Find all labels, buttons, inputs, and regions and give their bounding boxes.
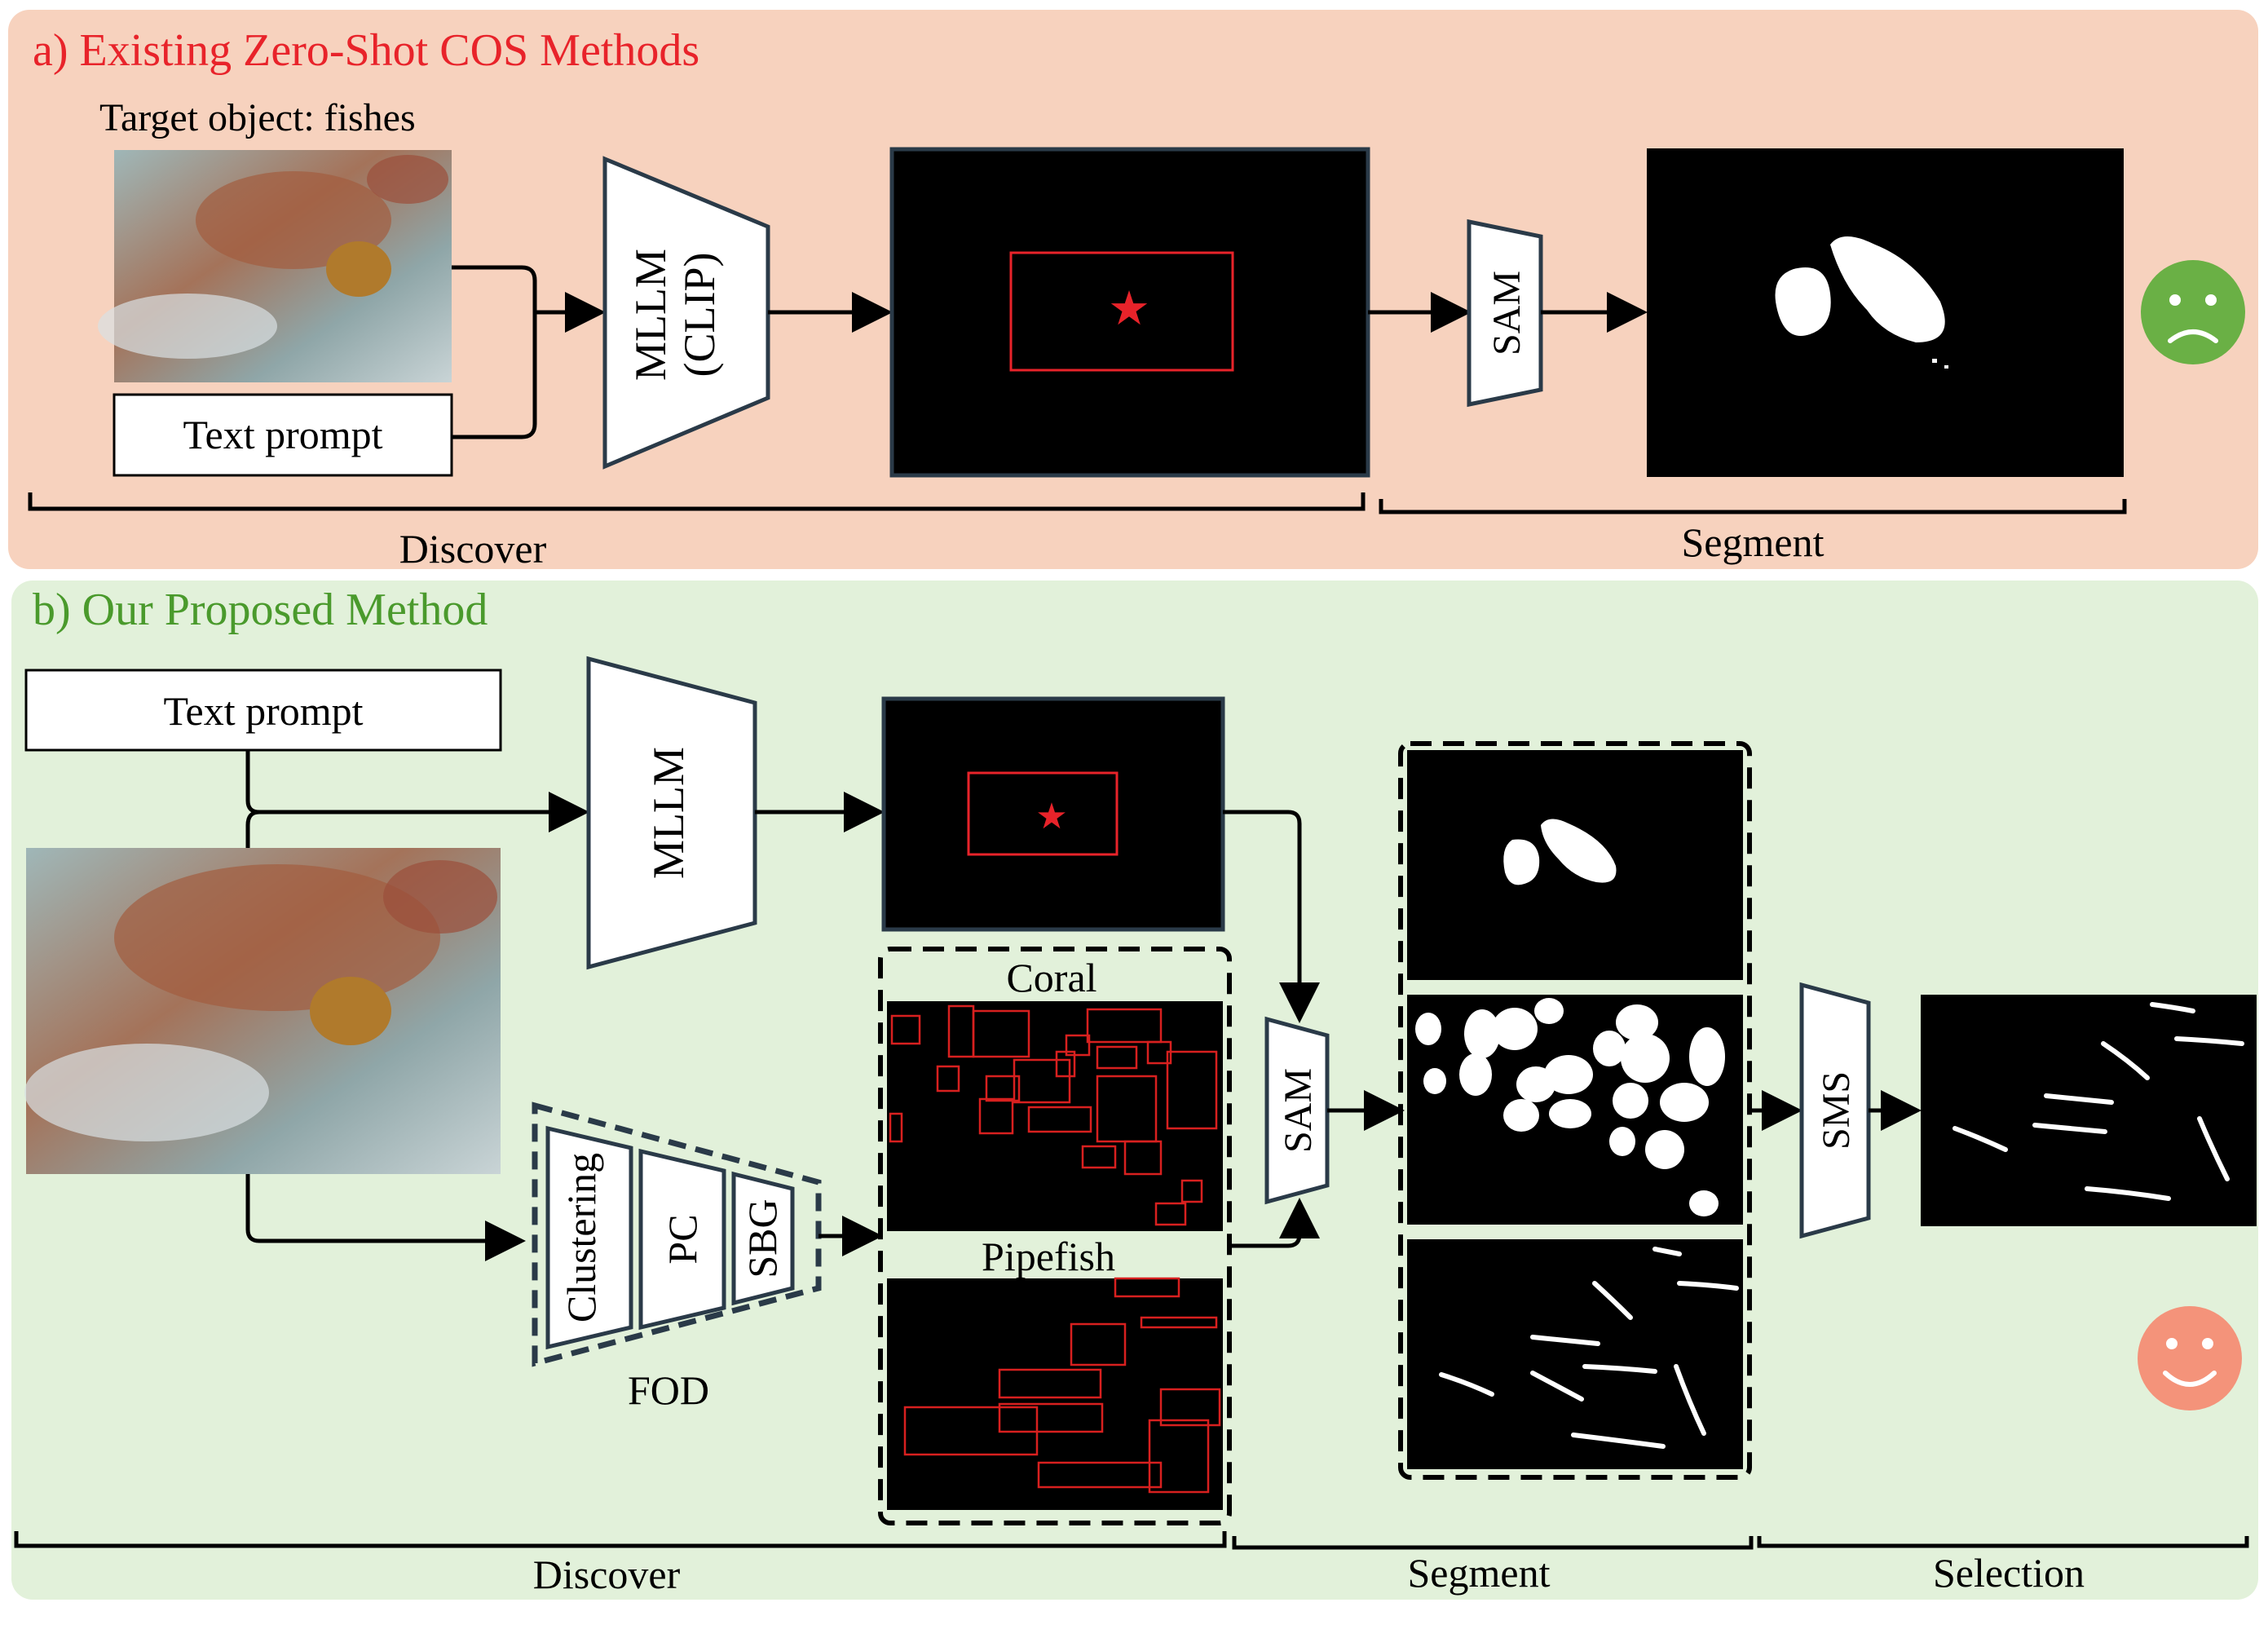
segment-label-a: Segment <box>1682 519 1825 565</box>
selection-bracket-b <box>1757 1536 2249 1548</box>
mask-candidate-3 <box>1407 1239 1743 1469</box>
mask-output-a <box>1647 148 2124 477</box>
clustering-label: Clustering <box>558 1153 604 1322</box>
panel-a-title: a) Existing Zero-Shot COS Methods <box>33 25 699 76</box>
sam-block-b <box>1264 1016 1330 1205</box>
mask-candidate-1 <box>1407 750 1743 980</box>
candidate-boxes-container <box>878 947 1232 1525</box>
discover-bracket-b <box>14 1531 1227 1548</box>
bbox-rectangle-a <box>1009 251 1234 372</box>
segment-bracket-b <box>1232 1536 1754 1550</box>
sbg-label: SBG <box>739 1199 785 1278</box>
fod-module: Clustering PC SBG FOD <box>532 1101 822 1413</box>
text-prompt-label-a: Text prompt <box>183 412 382 457</box>
bbox-output-b <box>881 696 1225 932</box>
mllm-block-b <box>586 656 757 970</box>
panel-b-title: b) Our Proposed Method <box>33 585 488 635</box>
clip-label-a: (CLIP) <box>675 253 724 377</box>
selected-mask-output <box>1921 995 2257 1226</box>
bbox-rectangle-b <box>967 771 1119 856</box>
discover-bracket-a <box>28 492 1366 511</box>
target-object-label: Target object: fishes <box>99 96 416 139</box>
sad-face-icon <box>2141 260 2245 364</box>
pc-label: PC <box>660 1214 705 1264</box>
fod-label: FOD <box>628 1367 709 1413</box>
sam-label-b: SAM <box>1277 1068 1320 1153</box>
mask-candidate-2 <box>1407 995 1743 1225</box>
text-prompt-box-a <box>113 393 453 477</box>
sbg-block <box>731 1171 795 1306</box>
clustering-block <box>545 1125 633 1350</box>
pipefish-boxes-image <box>887 1277 1223 1510</box>
underwater-input-image-b <box>24 848 501 1174</box>
mllm-label-b: MLLM <box>644 747 693 879</box>
sms-label: SMS <box>1815 1071 1858 1150</box>
text-prompt-box-b <box>24 669 502 752</box>
happy-face-icon <box>2138 1306 2242 1410</box>
mllm-label-a: MLLM <box>626 249 675 381</box>
sms-block <box>1799 982 1871 1239</box>
pc-block <box>638 1148 726 1331</box>
panel-a: a) Existing Zero-Shot COS Methods Target… <box>8 10 2258 572</box>
mllm-clip-block <box>602 156 770 470</box>
coral-boxes-image <box>887 1001 1223 1231</box>
sam-label-a: SAM <box>1485 271 1529 355</box>
selection-label-b: Selection <box>1933 1550 2085 1596</box>
bbox-output-a <box>889 147 1370 478</box>
star-icon: ★ <box>1108 280 1150 336</box>
underwater-input-image-a <box>98 150 452 382</box>
sam-block-a <box>1467 219 1543 408</box>
star-icon: ★ <box>1035 796 1067 837</box>
pipefish-label: Pipefish <box>982 1234 1115 1279</box>
segment-bracket-a <box>1379 499 2127 514</box>
text-prompt-label-b: Text prompt <box>163 688 363 734</box>
segment-label-b: Segment <box>1408 1550 1551 1596</box>
discover-label-b: Discover <box>533 1552 681 1597</box>
discover-label-a: Discover <box>399 526 547 572</box>
coral-label: Coral <box>1006 955 1096 1000</box>
panel-b: b) Our Proposed Method Text prompt MLLM … <box>11 581 2258 1600</box>
